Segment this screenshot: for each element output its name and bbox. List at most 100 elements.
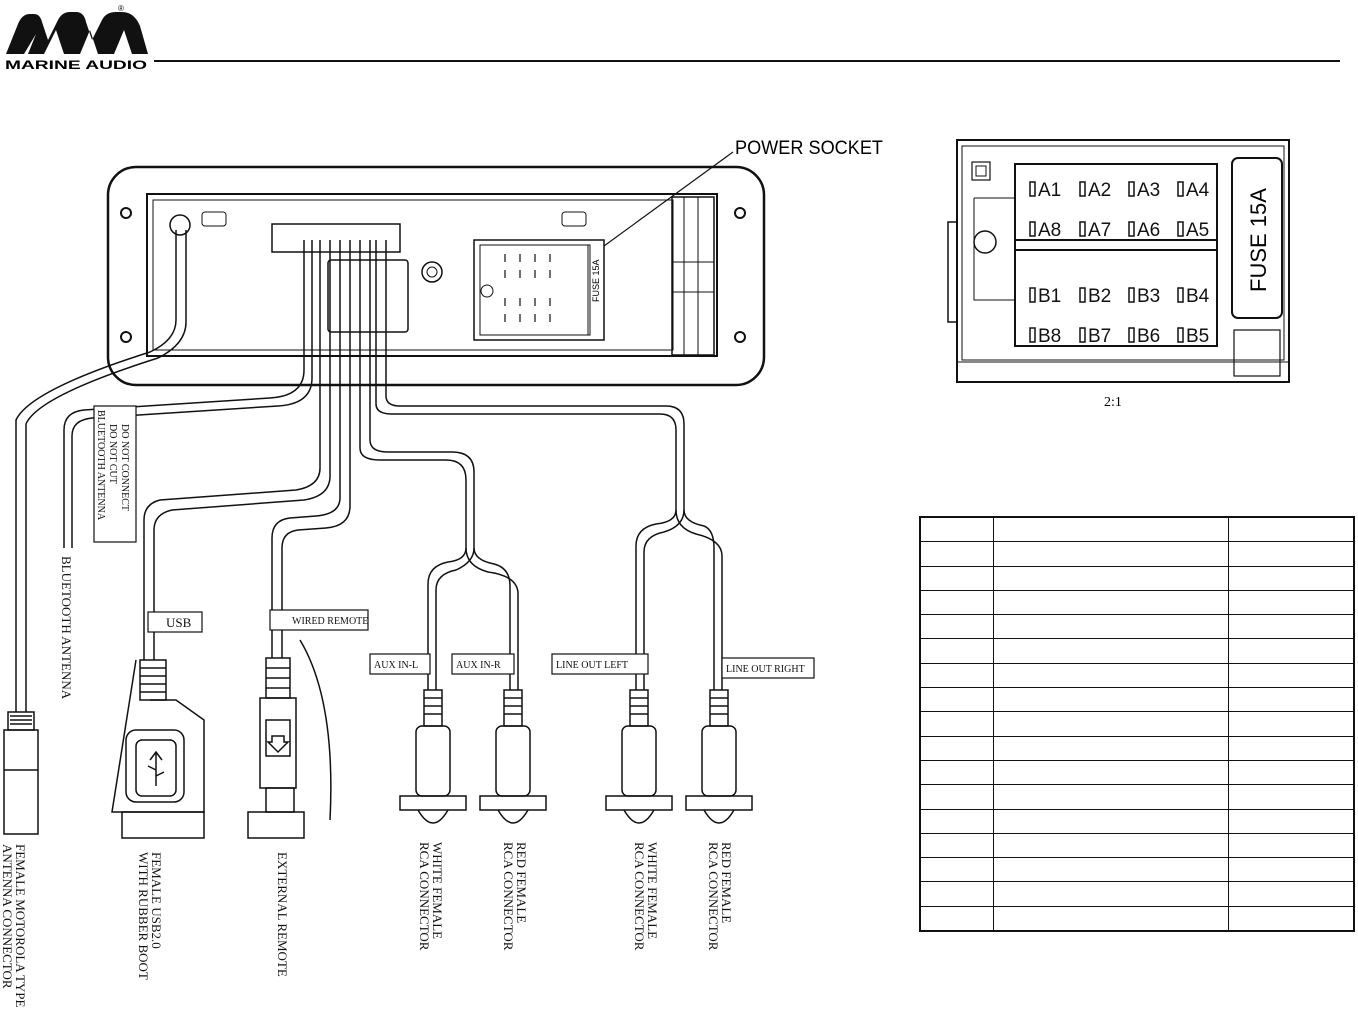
rca-connector-white-lineout [605, 689, 673, 824]
red-rca-1-caption-2: RCA CONNECTOR [501, 842, 516, 951]
table-cell [993, 614, 1229, 640]
pin-a7: A7 [1088, 220, 1111, 241]
usb-connector-caption-2: WITH RUBBER BOOT [136, 852, 151, 980]
table-cell [993, 638, 1229, 664]
small-fuse-label: FUSE 15A [591, 259, 601, 302]
table-cell [919, 881, 994, 907]
table-cell [1228, 541, 1355, 567]
red-rca-2-caption-2: RCA CONNECTOR [706, 842, 721, 951]
table-cell [919, 687, 994, 713]
table-cell [1228, 857, 1355, 883]
antenna-connector-caption-1: FEMALE MOTOROLA TYPE [13, 844, 28, 1008]
table-cell [993, 857, 1229, 883]
registered-mark: ® [118, 4, 124, 13]
table-row [919, 784, 1355, 810]
pin-a5: A5 [1186, 220, 1209, 241]
power-socket [473, 239, 605, 341]
pin-b7: B7 [1088, 326, 1111, 347]
table-cell [919, 832, 994, 859]
table-row [919, 687, 1355, 713]
bluetooth-tag [93, 405, 137, 543]
aux-l-tag [369, 653, 431, 675]
white-rca-2-caption-1: WHITE FEMALE [645, 842, 660, 939]
table-cell [919, 589, 994, 616]
pin-table [919, 516, 1355, 933]
table-cell [919, 541, 994, 567]
table-cell [993, 759, 1229, 786]
table-cell [919, 784, 994, 810]
table-row [919, 614, 1355, 640]
bluetooth-tag-line-2: DO NOT CUT [107, 424, 118, 484]
pin-a2: A2 [1088, 180, 1111, 201]
table-cell [919, 662, 994, 689]
table-row [919, 881, 1355, 907]
table-row [919, 541, 1355, 567]
table-cell [993, 687, 1229, 713]
table-row [919, 735, 1355, 761]
usb-tag [147, 611, 203, 633]
table-cell [919, 857, 994, 883]
power-socket-leader [603, 151, 734, 247]
fuse-label: FUSE 15A [1246, 188, 1271, 292]
table-cell [1228, 759, 1355, 786]
rca-connector-white-aux [399, 689, 467, 824]
aux-l-tag-label: AUX IN-L [374, 660, 418, 671]
table-cell [1228, 905, 1355, 932]
line-out-left-tag-label: LINE OUT LEFT [556, 660, 628, 671]
table-cell [993, 662, 1229, 689]
wired-remote-tag-label: WIRED REMOTE [292, 616, 368, 627]
white-rca-1-caption-1: WHITE FEMALE [430, 842, 445, 939]
table-cell [919, 905, 994, 932]
table-row [919, 905, 1355, 932]
table-cell [993, 516, 1229, 543]
pin-a4: A4 [1186, 180, 1210, 201]
rca-connector-red-lineout [685, 689, 753, 824]
scale-label: 2:1 [1104, 395, 1122, 410]
table-cell [1228, 638, 1355, 664]
table-row [919, 808, 1355, 834]
pin-b6: B6 [1137, 326, 1160, 347]
external-remote-caption: EXTERNAL REMOTE [275, 852, 290, 977]
line-out-right-tag-label: LINE OUT RIGHT [726, 664, 805, 675]
wired-remote-tag [269, 609, 369, 631]
pin-a1: A1 [1038, 180, 1061, 201]
pin-b3: B3 [1137, 286, 1160, 307]
marine-audio-logo: MARINE AUDIO ® [5, 4, 148, 72]
table-cell [1228, 614, 1355, 640]
table-row [919, 589, 1355, 616]
table-cell [919, 614, 994, 640]
line-out-right-tag [721, 657, 815, 679]
usb-connector-caption-1: FEMALE USB2.0 [149, 852, 164, 949]
pin-b5: B5 [1186, 326, 1209, 347]
usb-tag-label: USB [166, 615, 192, 630]
antenna-connector [3, 711, 39, 835]
table-cell [919, 516, 994, 543]
pin-marks [1029, 181, 1184, 343]
table-cell [1228, 784, 1355, 810]
aux-r-tag-label: AUX IN-R [456, 660, 501, 671]
table-cell [1228, 516, 1355, 543]
table-cell [919, 735, 994, 761]
antenna-connector-caption-2: ANTENNA CONNECTOR [0, 844, 15, 989]
table-cell [919, 711, 994, 737]
table-cell [1228, 808, 1355, 834]
table-row [919, 832, 1355, 859]
red-rca-1-caption-1: RED FEMALE [514, 842, 529, 923]
cables [15, 230, 723, 712]
table-row [919, 759, 1355, 786]
table-cell [1228, 711, 1355, 737]
pin-b2: B2 [1088, 286, 1111, 307]
table-row [919, 662, 1355, 689]
table-cell [993, 905, 1229, 932]
table-cell [1228, 565, 1355, 591]
table-row [919, 711, 1355, 737]
table-cell [993, 784, 1229, 810]
white-rca-1-caption-2: RCA CONNECTOR [417, 842, 432, 951]
table-row [919, 565, 1355, 591]
pin-b8: B8 [1038, 326, 1061, 347]
table-cell [993, 832, 1229, 859]
table-cell [1228, 687, 1355, 713]
white-rca-2-caption-2: RCA CONNECTOR [632, 842, 647, 951]
table-cell [919, 638, 994, 664]
